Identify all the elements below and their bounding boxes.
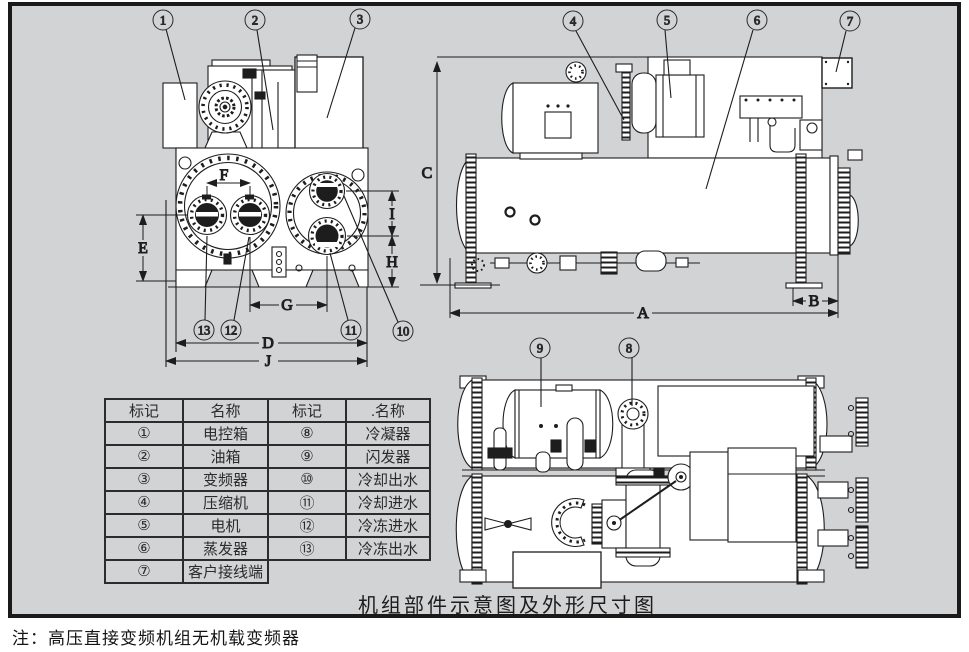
dim-F: F bbox=[220, 167, 229, 184]
legend-name: 电控箱 bbox=[182, 421, 269, 446]
side-view-dimensions: C A B bbox=[420, 56, 839, 323]
legend-mark: ④ bbox=[104, 490, 184, 515]
legend-mark: ⑦ bbox=[104, 559, 184, 584]
legend-mark: ⑬ bbox=[267, 536, 347, 561]
legend-name: 油箱 bbox=[182, 444, 269, 469]
side-view-callouts: 4 5 6 7 bbox=[562, 9, 861, 32]
callout-5: 5 bbox=[664, 14, 670, 28]
legend-header-mark-1: 标记 bbox=[104, 398, 184, 423]
legend-name: 冷却进水 bbox=[345, 490, 431, 515]
legend-table: 标记 名称 标记 .名称 ① 电控箱 ⑧ 冷凝器 ② 油箱 ⑨ 闪发器 ③ 变频… bbox=[104, 398, 431, 584]
legend-row: ⑥ 蒸发器 ⑬ 冷冻出水 bbox=[104, 536, 431, 561]
callout-4: 4 bbox=[570, 15, 577, 29]
legend-name: 冷冻出水 bbox=[345, 536, 431, 561]
callout-10: 10 bbox=[397, 325, 410, 339]
legend-mark: ⑫ bbox=[267, 513, 347, 538]
dim-G: G bbox=[281, 297, 293, 314]
callout-8: 8 bbox=[626, 342, 632, 356]
footnote: 注：高压直接变频机组无机载变频器 bbox=[12, 629, 300, 648]
legend-name: 电机 bbox=[182, 513, 269, 538]
legend-name: 蒸发器 bbox=[182, 536, 269, 561]
legend-row: ③ 变频器 ⑩ 冷却出水 bbox=[104, 467, 431, 492]
legend-header-mark-2: 标记 bbox=[267, 398, 347, 423]
callout-3: 3 bbox=[357, 13, 363, 27]
legend-row: ② 油箱 ⑨ 闪发器 bbox=[104, 444, 431, 469]
legend-mark: ⑤ bbox=[104, 513, 184, 538]
legend-mark: ⑥ bbox=[104, 536, 184, 561]
dim-B: B bbox=[809, 293, 820, 310]
drawing-frame: E F I H G D J 1 2 3 13 12 11 10 bbox=[8, 2, 961, 618]
legend-mark: ⑩ bbox=[267, 467, 347, 492]
legend-header-name-2: .名称 bbox=[345, 398, 431, 423]
dim-E: E bbox=[138, 240, 148, 257]
legend-row: ⑤ 电机 ⑫ 冷冻进水 bbox=[104, 513, 431, 538]
legend-mark: ① bbox=[104, 421, 184, 446]
callout-1: 1 bbox=[160, 14, 166, 28]
legend-mark: ⑪ bbox=[267, 490, 347, 515]
callout-11: 11 bbox=[345, 324, 357, 338]
callout-6: 6 bbox=[754, 14, 760, 28]
dim-H: H bbox=[386, 254, 398, 271]
legend-row: ④ 压缩机 ⑪ 冷却进水 bbox=[104, 490, 431, 515]
callout-12: 12 bbox=[225, 324, 238, 338]
legend-name: 冷冻进水 bbox=[345, 513, 431, 538]
legend-name: 变频器 bbox=[182, 467, 269, 492]
legend-row: ⑦ 客户接线端 bbox=[104, 559, 430, 584]
legend-row: ① 电控箱 ⑧ 冷凝器 bbox=[104, 421, 431, 446]
dim-J: J bbox=[265, 353, 271, 370]
unit-technical-drawing: E F I H G D J 1 2 3 13 12 11 10 bbox=[135, 8, 869, 589]
front-view-drawing bbox=[162, 27, 399, 367]
dim-D: D bbox=[262, 335, 274, 352]
legend-header-name-1: 名称 bbox=[182, 398, 269, 423]
drawing-caption: 机组部件示意图及外形尺寸图 bbox=[358, 595, 657, 617]
legend-name: 冷却出水 bbox=[345, 467, 431, 492]
plan-view-drawing bbox=[455, 358, 869, 589]
dim-A: A bbox=[637, 305, 649, 322]
dim-I: I bbox=[389, 206, 394, 223]
callout-7: 7 bbox=[847, 15, 853, 29]
plan-view-callouts: 9 8 bbox=[529, 337, 640, 359]
legend-header-row: 标记 名称 标记 .名称 bbox=[104, 398, 431, 423]
callout-13: 13 bbox=[198, 324, 211, 338]
legend-name: 冷凝器 bbox=[345, 421, 431, 446]
front-view-dimensions: E F I H G D J bbox=[135, 167, 399, 371]
legend-mark: ⑧ bbox=[267, 421, 347, 446]
side-view-drawing bbox=[454, 29, 863, 289]
front-view-callouts: 1 2 3 13 12 11 10 bbox=[152, 8, 414, 342]
legend-name: 客户接线端 bbox=[182, 559, 269, 584]
legend-mark: ⑨ bbox=[267, 444, 347, 469]
legend-mark: ② bbox=[104, 444, 184, 469]
legend-mark: ③ bbox=[104, 467, 184, 492]
legend-empty-cell bbox=[268, 560, 430, 583]
callout-9: 9 bbox=[537, 342, 543, 356]
legend-name: 闪发器 bbox=[345, 444, 431, 469]
dim-C: C bbox=[422, 165, 433, 182]
callout-2: 2 bbox=[252, 14, 258, 28]
legend-name: 压缩机 bbox=[182, 490, 269, 515]
